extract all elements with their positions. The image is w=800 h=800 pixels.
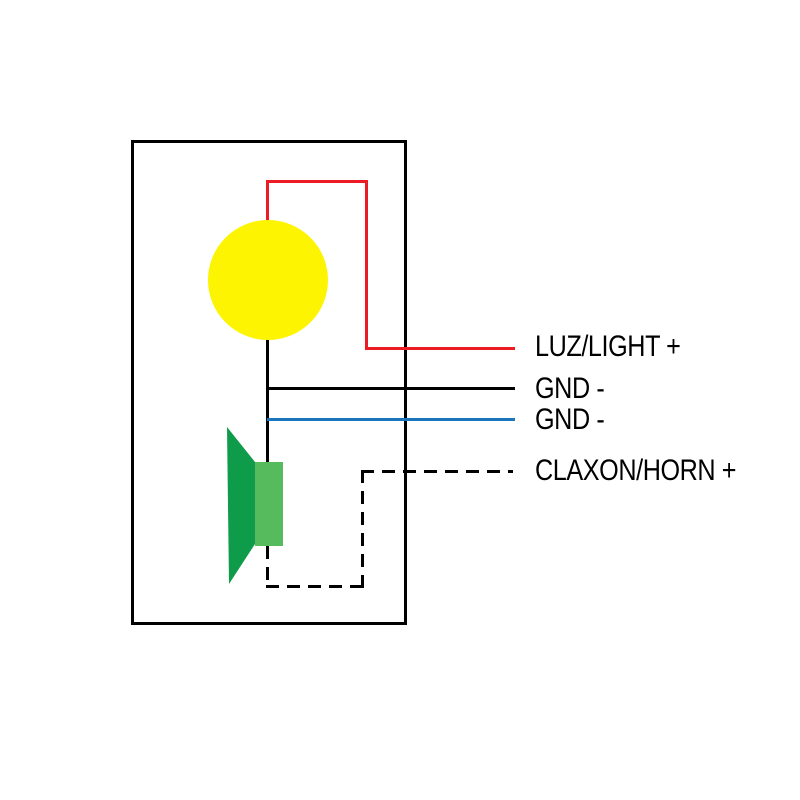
- light-bulb-icon: [208, 220, 328, 340]
- speaker-cone-shape: [227, 427, 255, 584]
- label-light: LUZ/LIGHT +: [535, 330, 681, 363]
- gnd-wire-vertical: [266, 339, 269, 466]
- light-wire-segment-down: [365, 180, 368, 350]
- enclosure-outline: [131, 140, 407, 625]
- gnd-wire-out: [266, 387, 515, 390]
- horn-wire-segment-up: [361, 470, 364, 588]
- horn-wire-segment-out: [361, 470, 513, 473]
- gnd2-wire-out: [267, 418, 515, 421]
- speaker-body-icon: [255, 462, 283, 546]
- horn-wire-segment-bottom: [266, 585, 365, 588]
- label-gnd-1: GND -: [535, 372, 605, 405]
- horn-wire-segment-down: [266, 546, 269, 588]
- speaker-cone-icon: [227, 427, 255, 584]
- label-horn: CLAXON/HORN +: [535, 454, 737, 487]
- light-wire-segment-out: [365, 347, 515, 350]
- light-wire-segment-top: [266, 180, 368, 183]
- label-gnd-2: GND -: [535, 403, 605, 436]
- light-wire-segment-up: [266, 180, 269, 222]
